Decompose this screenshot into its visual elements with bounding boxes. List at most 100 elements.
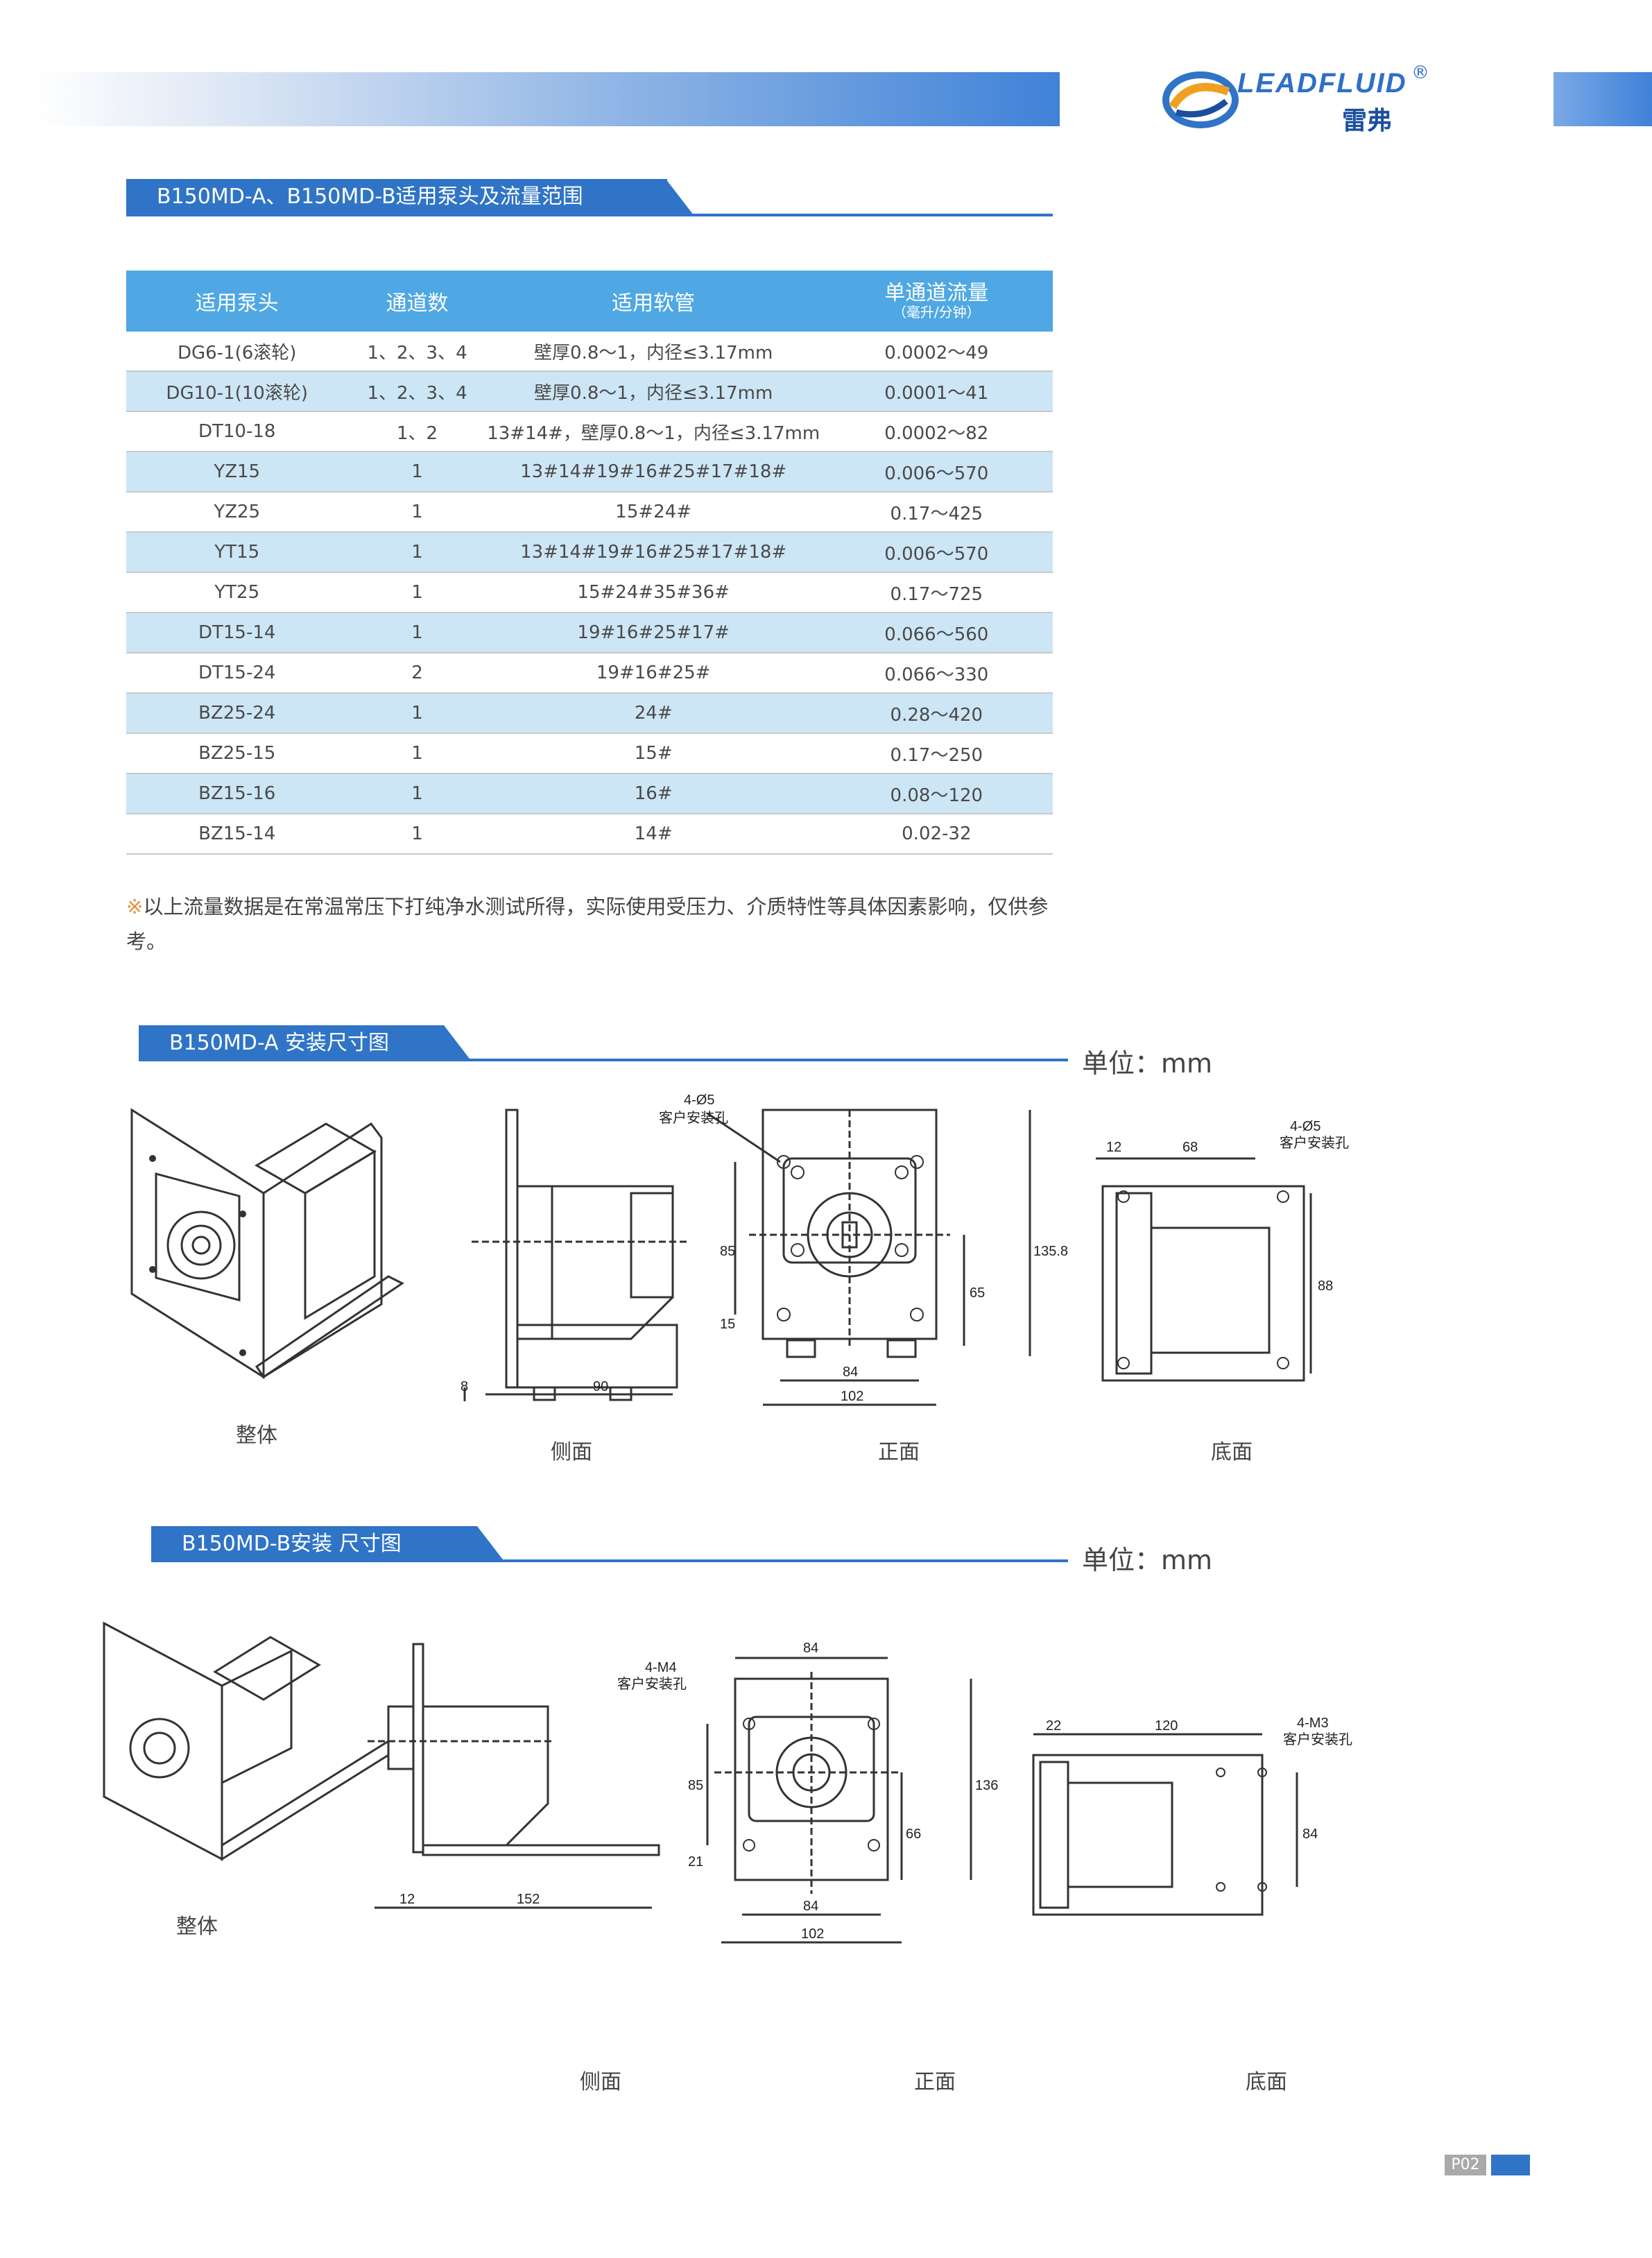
section3-tab-slant (456, 1526, 505, 1562)
a-side-dim-8: 8 (461, 1379, 468, 1394)
b-front-dim-66: 66 (906, 1827, 921, 1842)
cell-flow: 0.02-32 (820, 814, 1053, 855)
a-side-dim-90: 90 (593, 1379, 608, 1394)
brand-name: LEADFLUID (1237, 68, 1407, 99)
cell-tubing: 13#14#，壁厚0.8～1，内径≤3.17mm (486, 411, 820, 452)
a-front-dim-65: 65 (970, 1285, 985, 1301)
a-front-dim-135-8: 135.8 (1033, 1244, 1068, 1259)
cell-tubing: 15#24#35#36# (486, 572, 820, 613)
cell-flow: 0.006～570 (820, 532, 1053, 573)
cell-pump-head: BZ15-14 (126, 814, 348, 855)
cell-tubing: 16# (486, 773, 820, 814)
section2-unit: 单位：mm (1082, 1048, 1213, 1079)
cell-flow: 0.17～725 (820, 572, 1053, 613)
section3-title: B150MD-B安装 尺寸图 (151, 1526, 477, 1562)
cell-pump-head: YZ25 (126, 492, 348, 533)
b-bottom-hole-label: 客户安装孔 (1283, 1731, 1352, 1747)
section2-caption-front: 正面 (878, 1440, 920, 1464)
a-front-dim-102: 102 (841, 1389, 863, 1404)
cell-flow: 0.28～420 (820, 693, 1053, 734)
note-text: 以上流量数据是在常温常压下打纯净水测试所得，实际使用受压力、介质特性等具体因素影… (126, 895, 1049, 953)
cell-pump-head: DG10-1(10滚轮) (126, 371, 348, 412)
cell-channels: 1 (347, 773, 487, 814)
col-header-flow-label: 单通道流量 (884, 281, 989, 305)
cell-tubing: 19#16#25#17# (486, 613, 820, 653)
a-front-hole-label: 客户安装孔 (659, 1110, 728, 1126)
brand-registered: ® (1411, 62, 1429, 83)
cell-flow: 0.006～570 (820, 452, 1053, 493)
cell-channels: 1 (347, 733, 487, 774)
page-number: P02 (1445, 2155, 1486, 2175)
cell-channels: 1 (347, 693, 487, 734)
pump-head-flow-table: 适用泵头 通道数 适用软管 单通道流量 （毫升/分钟） DG6-1(6滚轮)1、… (126, 271, 1053, 855)
section3-caption-overall: 整体 (176, 1915, 218, 1939)
section2-caption-overall: 整体 (236, 1423, 277, 1448)
cell-pump-head: YT15 (126, 532, 348, 573)
cell-channels: 1 (347, 572, 487, 613)
cell-flow: 0.17～425 (820, 492, 1053, 533)
cell-pump-head: YZ15 (126, 452, 348, 493)
cell-channels: 1 (347, 814, 487, 855)
b-front-dim-84-top: 84 (803, 1641, 818, 1656)
cell-pump-head: DT15-24 (126, 653, 348, 694)
b-front-dim-84: 84 (803, 1899, 818, 1914)
cell-tubing: 14# (486, 814, 820, 855)
section2-rule (139, 1059, 1068, 1061)
cell-flow: 0.0002～49 (820, 332, 1053, 372)
header-banner (35, 72, 1060, 126)
note-mark: ※ (126, 895, 144, 918)
b-front-dim-102: 102 (801, 1926, 824, 1942)
cell-channels: 1 (347, 452, 487, 493)
cell-tubing: 13#14#19#16#25#17#18# (486, 532, 820, 573)
flow-note: ※以上流量数据是在常温常压下打纯净水测试所得，实际使用受压力、介质特性等具体因素… (126, 889, 1056, 959)
b150md-b-overall-drawing (103, 1621, 390, 1861)
cell-channels: 1、2、3、4 (347, 371, 487, 412)
cell-pump-head: BZ25-24 (126, 693, 348, 734)
cell-tubing: 13#14#19#16#25#17#18# (486, 452, 820, 493)
a-bottom-hole-label: 客户安装孔 (1280, 1135, 1349, 1151)
cell-pump-head: YT25 (126, 572, 348, 613)
section2-tab-slant (423, 1025, 472, 1061)
section1-tab-slant (645, 179, 694, 215)
b-bottom-dim-22: 22 (1046, 1718, 1061, 1734)
cell-channels: 1 (347, 532, 487, 573)
section2-caption-bottom: 底面 (1211, 1440, 1253, 1464)
cell-tubing: 15# (486, 733, 820, 774)
cell-channels: 1、2 (347, 411, 487, 452)
cell-pump-head: BZ25-15 (126, 733, 348, 774)
b-front-dim-85: 85 (688, 1778, 703, 1793)
cell-flow: 0.0002～82 (820, 411, 1053, 452)
b-front-hole-spec: 4-M4 (645, 1660, 677, 1675)
b150md-a-bottom-drawing: 12 68 4-Ø5 客户安装孔 88 (1096, 1119, 1349, 1382)
page-number-accent (1491, 2155, 1530, 2175)
b-side-dim-12: 12 (399, 1892, 415, 1907)
cell-tubing: 壁厚0.8～1，内径≤3.17mm (486, 371, 820, 412)
b-front-hole-label: 客户安装孔 (617, 1676, 687, 1692)
b-bottom-hole-spec: 4-M3 (1297, 1716, 1329, 1731)
cell-pump-head: BZ15-16 (126, 773, 348, 814)
b150md-a-front-drawing: 4-Ø5 客户安装孔 85 15 65 135.8 84 102 (659, 1093, 1068, 1406)
section3-caption-bottom: 底面 (1246, 2070, 1287, 2094)
cell-flow: 0.066～560 (820, 613, 1053, 653)
a-front-hole-spec: 4-Ø5 (684, 1093, 714, 1108)
section2-title: B150MD-A 安装尺寸图 (139, 1025, 444, 1061)
cell-flow: 0.17～250 (820, 733, 1053, 774)
col-header-flow: 单通道流量 （毫升/分钟） (820, 271, 1053, 332)
section3-unit: 单位：mm (1082, 1545, 1213, 1575)
cell-tubing: 24# (486, 693, 820, 734)
a-front-dim-85: 85 (720, 1244, 735, 1259)
b-side-dim-152: 152 (517, 1892, 540, 1907)
b-bottom-dim-120: 120 (1155, 1718, 1178, 1734)
a-bottom-dim-12: 12 (1106, 1140, 1121, 1155)
header-accent-block (1554, 72, 1652, 126)
b-front-dim-136: 136 (975, 1778, 998, 1793)
